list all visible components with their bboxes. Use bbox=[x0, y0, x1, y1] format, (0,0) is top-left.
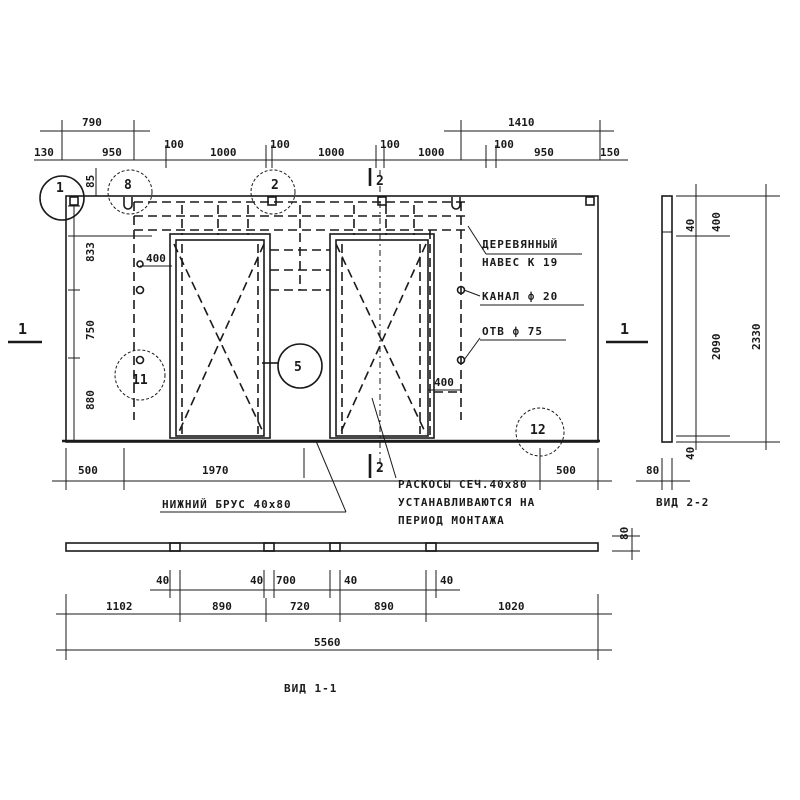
dim-100: 100 bbox=[494, 138, 514, 151]
dim-100: 100 bbox=[270, 138, 290, 151]
internal-frame-dashed bbox=[133, 201, 466, 436]
dim-950-right: 950 bbox=[534, 146, 554, 159]
callout-circle-5 bbox=[277, 343, 323, 389]
dim-40: 40 bbox=[440, 574, 453, 587]
dim-790: 790 bbox=[82, 116, 102, 129]
door-opening-right bbox=[329, 233, 435, 439]
dim-2090: 2090 bbox=[710, 334, 723, 361]
top-slot bbox=[585, 196, 595, 206]
mark-11: 11 bbox=[132, 373, 148, 388]
callout-circle-8 bbox=[107, 169, 153, 215]
dim-890: 890 bbox=[212, 600, 232, 613]
dim-500-left: 500 bbox=[78, 464, 98, 477]
plan-view-1-1: 80 40 40 700 40 40 1102 890 720 890 1020… bbox=[56, 527, 640, 695]
top-notch bbox=[451, 197, 461, 210]
label-hole: ОТВ ф 75 bbox=[482, 325, 543, 338]
top-slot bbox=[267, 196, 277, 206]
top-slot bbox=[377, 196, 387, 206]
dim-833: 833 bbox=[84, 242, 97, 262]
mark-1: 1 bbox=[56, 181, 64, 196]
section-1-left-label: 1 bbox=[18, 320, 27, 338]
side-view-2-2: 40 400 2090 2330 40 80 ВИД 2-2 bbox=[636, 184, 780, 509]
dim-1020: 1020 bbox=[498, 600, 525, 613]
label-wooden: ДЕРЕВЯННЫЙ bbox=[482, 238, 558, 251]
dim-5560: 5560 bbox=[314, 636, 341, 649]
dim-1410: 1410 bbox=[508, 116, 535, 129]
left-dimension-chain: 833 750 880 85 bbox=[68, 168, 152, 442]
dim-plan-80: 80 bbox=[618, 527, 631, 540]
dim-40-top: 40 bbox=[684, 219, 697, 232]
dim-40: 40 bbox=[156, 574, 169, 587]
dim-80: 80 bbox=[646, 464, 659, 477]
label-braces-1: РАСКОСЫ СЕЧ.40х80 bbox=[398, 478, 528, 491]
dim-1000: 1000 bbox=[318, 146, 345, 159]
panel-outline bbox=[65, 195, 599, 443]
dim-880: 880 bbox=[84, 390, 97, 410]
mark-8: 8 bbox=[124, 178, 132, 193]
leader-lines bbox=[160, 225, 584, 513]
dim-1000: 1000 bbox=[210, 146, 237, 159]
mark-2: 2 bbox=[271, 178, 279, 193]
dim-700: 700 bbox=[276, 574, 296, 587]
channel-hole bbox=[135, 285, 145, 295]
label-braces-2: УСТАНАВЛИВАЮТСЯ НА bbox=[398, 496, 535, 509]
dim-1970: 1970 bbox=[202, 464, 229, 477]
mark-5: 5 bbox=[294, 360, 302, 375]
dim-100: 100 bbox=[380, 138, 400, 151]
dim-85: 85 bbox=[84, 175, 97, 188]
dim-400-right: 400 bbox=[434, 376, 454, 389]
dim-950-left: 950 bbox=[102, 146, 122, 159]
main-elevation: 1 8 2 5 11 12 2 2 1 1 833 750 880 85 bbox=[8, 116, 648, 527]
dim-720: 720 bbox=[290, 600, 310, 613]
top-slot bbox=[69, 196, 79, 206]
label-view-2-2: ВИД 2-2 bbox=[656, 496, 709, 509]
label-view-1-1: ВИД 1-1 bbox=[284, 682, 337, 695]
dim-40: 40 bbox=[344, 574, 357, 587]
label-channel: КАНАЛ ф 20 bbox=[482, 290, 558, 303]
dim-1000: 1000 bbox=[418, 146, 445, 159]
dim-400: 400 bbox=[710, 212, 723, 232]
dim-130: 130 bbox=[34, 146, 54, 159]
label-canopy-k19: НАВЕС К 19 bbox=[482, 256, 558, 269]
dim-1102: 1102 bbox=[106, 600, 133, 613]
top-dimension-row-2: 130 950 100 1000 100 1000 100 1000 100 9… bbox=[34, 138, 628, 168]
door-opening-left bbox=[169, 233, 271, 439]
dim-400-left: 400 bbox=[146, 252, 166, 265]
dim-500-right: 500 bbox=[556, 464, 576, 477]
hole bbox=[136, 260, 144, 268]
dim-100: 100 bbox=[164, 138, 184, 151]
dim-890: 890 bbox=[374, 600, 394, 613]
mark-12: 12 bbox=[530, 423, 546, 438]
callout-circle-11 bbox=[114, 349, 166, 401]
hole-75 bbox=[135, 355, 145, 365]
top-dimension-row-1: 790 1410 bbox=[40, 116, 614, 160]
section-1-right-label: 1 bbox=[620, 320, 629, 338]
dim-40: 40 bbox=[250, 574, 263, 587]
callout-circle-2 bbox=[250, 169, 296, 215]
dim-150: 150 bbox=[600, 146, 620, 159]
callout-circle-1 bbox=[39, 175, 85, 221]
bottom-dimension-row: 500 1970 500 bbox=[52, 448, 612, 490]
dim-750: 750 bbox=[84, 320, 97, 340]
label-braces-3: ПЕРИОД МОНТАЖА bbox=[398, 514, 505, 527]
dim-40-bottom: 40 bbox=[684, 447, 697, 460]
top-notch bbox=[123, 197, 133, 210]
dim-2330: 2330 bbox=[750, 324, 763, 351]
label-lower-beam: НИЖНИЙ БРУС 40х80 bbox=[162, 498, 292, 511]
